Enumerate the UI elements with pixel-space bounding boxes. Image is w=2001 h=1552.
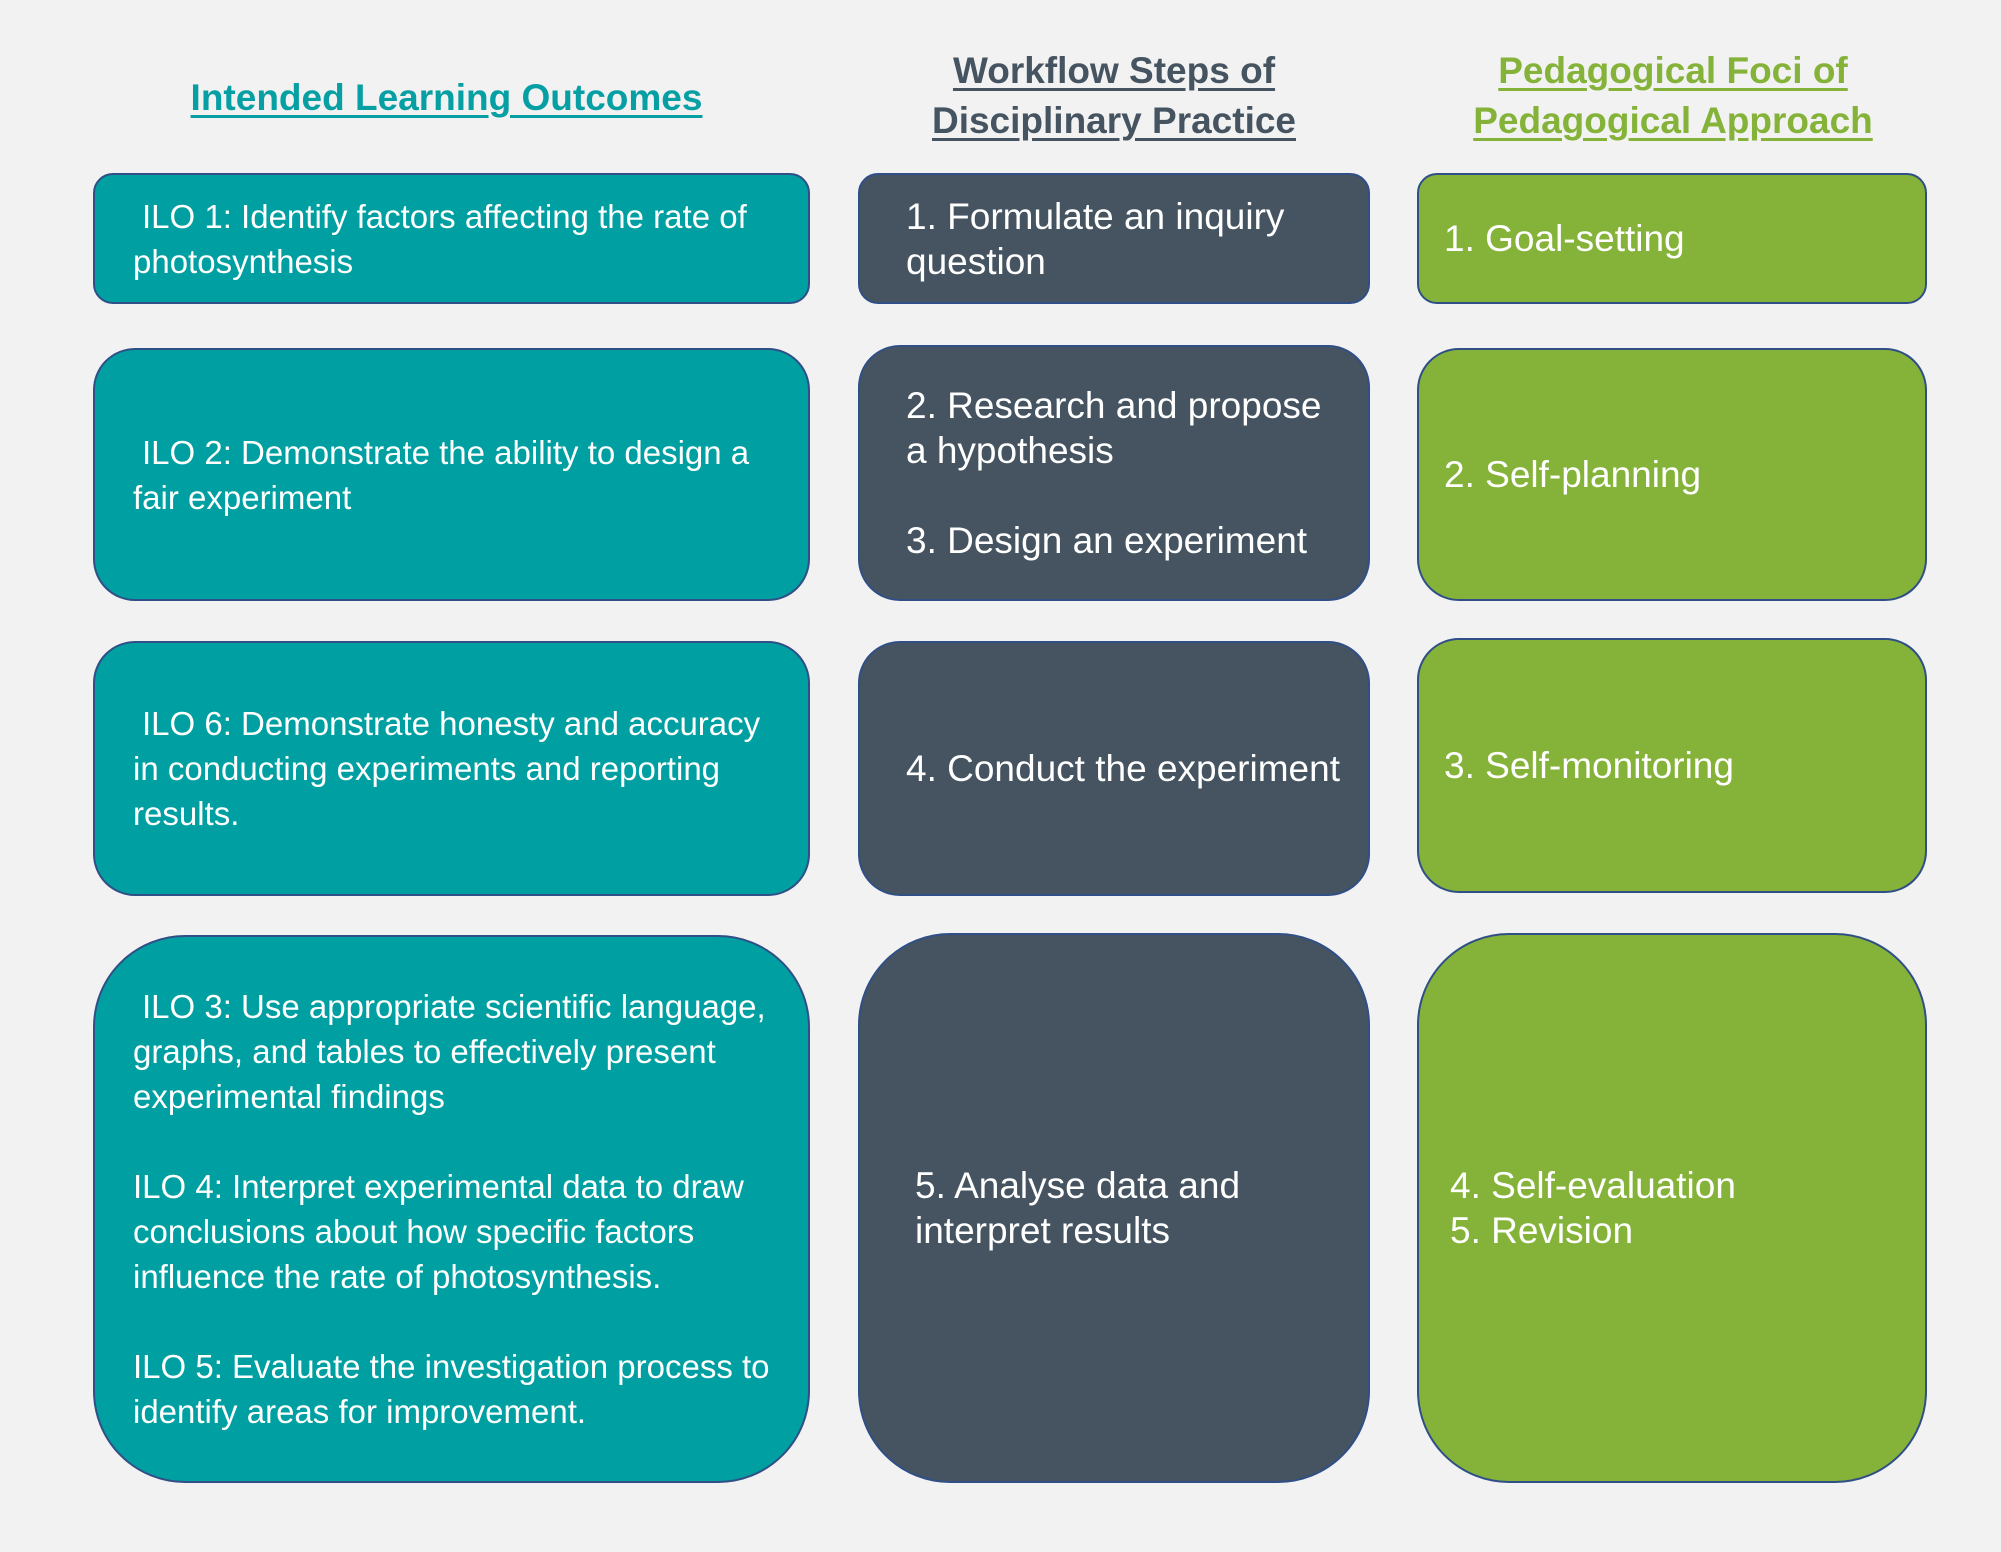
ilo-5-line-2: identify areas for improvement. xyxy=(133,1393,587,1430)
ilo-3-4-5-box: ILO 3: Use appropriate scientific langua… xyxy=(93,935,810,1483)
ilo-3-line-2: graphs, and tables to effectively presen… xyxy=(133,1033,716,1070)
pedagogical-self-evaluation-text: 4. Self-evaluation xyxy=(1450,1165,1736,1206)
ilo-spacer-2 xyxy=(133,1299,808,1344)
pedagogical-evaluation-revision-box: 4. Self-evaluation 5. Revision xyxy=(1417,933,1927,1483)
ilo-1-line-1: ILO 1: Identify factors affecting the ra… xyxy=(142,197,747,235)
pedagogical-self-monitoring-text: 3. Self-monitoring xyxy=(1444,745,1734,786)
ilo-2-box: ILO 2: Demonstrate the ability to design… xyxy=(93,348,810,601)
ilo-4-line-3: influence the rate of photosynthesis. xyxy=(133,1258,662,1295)
workflow-step-2-line-2: a hypothesis xyxy=(906,430,1114,471)
workflow-step-1-line-2: question xyxy=(906,240,1046,282)
workflow-steps-2-3-box: 2. Research and propose a hypothesis 3. … xyxy=(858,345,1370,601)
workflow-header-line-1: Workflow Steps of xyxy=(952,50,1276,91)
workflow-step-5-line-2: interpret results xyxy=(915,1210,1170,1251)
workflow-column-header: Workflow Steps of Disciplinary Practice xyxy=(858,46,1370,146)
workflow-step-2-line-1: 2. Research and propose xyxy=(906,385,1322,426)
workflow-step-1-box: 1. Formulate an inquiry question xyxy=(858,173,1370,304)
pedagogical-revision-text: 5. Revision xyxy=(1450,1210,1634,1251)
pedagogical-header-line-1: Pedagogical Foci of xyxy=(1498,50,1848,91)
workflow-header-line-2: Disciplinary Practice xyxy=(931,100,1297,141)
ilo-6-line-3: results. xyxy=(133,795,240,832)
ilo-3-line-1: ILO 3: Use appropriate scientific langua… xyxy=(142,988,766,1025)
ilo-3-line-3: experimental findings xyxy=(133,1078,445,1115)
ilo-1-box: ILO 1: Identify factors affecting the ra… xyxy=(93,173,810,304)
ilo-6-box: ILO 6: Demonstrate honesty and accuracy … xyxy=(93,641,810,896)
workflow-step-4-box: 4. Conduct the experiment xyxy=(858,641,1370,896)
workflow-step-5-line-1: 5. Analyse data and xyxy=(915,1165,1241,1206)
ilo-2-line-1: ILO 2: Demonstrate the ability to design… xyxy=(142,433,750,471)
pedagogical-self-planning-text: 2. Self-planning xyxy=(1444,454,1702,495)
ilo-6-line-1: ILO 6: Demonstrate honesty and accuracy xyxy=(142,705,761,742)
ilo-1-line-2: photosynthesis xyxy=(133,242,354,280)
ilo-6-line-2: in conducting experiments and reporting xyxy=(133,750,721,787)
pedagogical-column-header: Pedagogical Foci of Pedagogical Approach xyxy=(1417,46,1929,146)
ilo-spacer-1 xyxy=(133,1119,808,1164)
pedagogical-goal-setting-text: 1. Goal-setting xyxy=(1444,218,1685,259)
pedagogical-self-planning-box: 2. Self-planning xyxy=(1417,348,1927,601)
workflow-step-spacer xyxy=(906,473,1368,518)
ilo-header-text: Intended Learning Outcomes xyxy=(190,77,703,118)
pedagogical-self-monitoring-box: 3. Self-monitoring xyxy=(1417,638,1927,893)
ilo-column-header: Intended Learning Outcomes xyxy=(93,73,800,123)
workflow-step-5-box: 5. Analyse data and interpret results xyxy=(858,933,1370,1483)
workflow-step-3-text: 3. Design an experiment xyxy=(906,520,1308,561)
ilo-4-line-1: ILO 4: Interpret experimental data to dr… xyxy=(133,1168,744,1205)
ilo-2-line-2: fair experiment xyxy=(133,478,352,516)
workflow-step-1-line-1: 1. Formulate an inquiry xyxy=(906,195,1285,237)
workflow-step-4-text: 4. Conduct the experiment xyxy=(906,748,1340,789)
ilo-5-line-1: ILO 5: Evaluate the investigation proces… xyxy=(133,1348,770,1385)
pedagogical-goal-setting-box: 1. Goal-setting xyxy=(1417,173,1927,304)
pedagogical-header-line-2: Pedagogical Approach xyxy=(1473,100,1873,141)
ilo-4-line-2: conclusions about how specific factors xyxy=(133,1213,695,1250)
